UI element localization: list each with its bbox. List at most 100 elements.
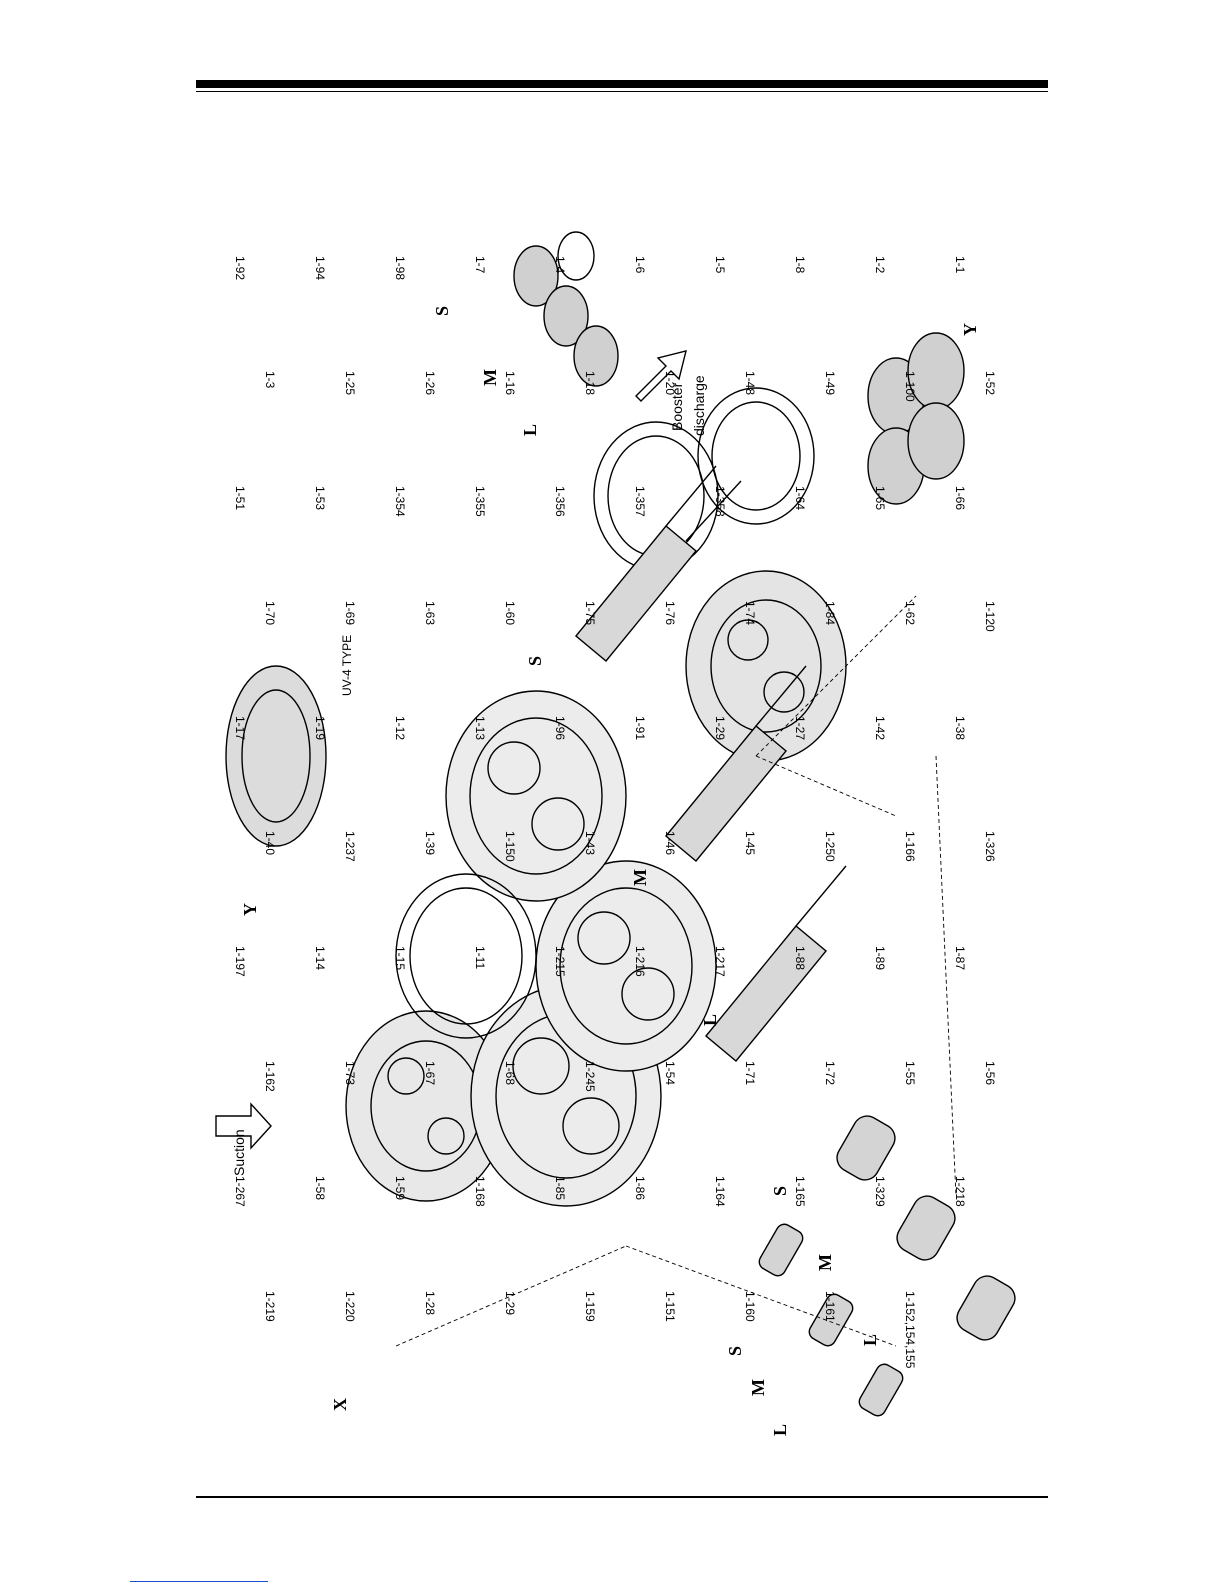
part-callout: 1-20 <box>663 371 677 395</box>
slide-valve-parts <box>758 1115 1016 1417</box>
part-callout: 1-329 <box>873 1176 887 1207</box>
gasket-6 <box>395 873 537 1039</box>
casing-s <box>445 690 627 902</box>
part-callout: 1-52 <box>983 371 997 395</box>
part-callout: 1-69 <box>343 601 357 625</box>
part-callout: 1-68 <box>503 1061 517 1085</box>
part-callout: 1-245 <box>583 1061 597 1092</box>
part-callout: 1-65 <box>873 486 887 510</box>
part-callout: 1-216 <box>633 946 647 977</box>
part-callout: 1-49 <box>823 371 837 395</box>
rotor-m <box>665 665 807 862</box>
part-callout: 1-53 <box>313 486 327 510</box>
seal-s-label: S <box>432 306 452 316</box>
exploded-view-drawing: Suction Booster discharge UV-4 TYPE X Y … <box>215 231 1016 1436</box>
seal-l-label: L <box>520 424 540 436</box>
rotor-l <box>705 865 847 1062</box>
uv-type-label: UV-4 TYPE <box>340 635 354 696</box>
part-callout: 1-3 <box>263 371 277 389</box>
part-callout: 1-1 <box>953 256 967 274</box>
part-callout: 1-46 <box>663 831 677 855</box>
part-callout: 1-159 <box>583 1291 597 1322</box>
view-x-label: X <box>330 1398 350 1411</box>
pin-l-label: L <box>770 1424 790 1436</box>
discharge-cover <box>685 570 847 762</box>
header-rule-thin <box>196 91 1048 92</box>
seal-housings <box>513 231 619 387</box>
part-callout: 1-355 <box>473 486 487 517</box>
seal-m-label: M <box>480 369 500 386</box>
valve-m-label: M <box>815 1254 835 1271</box>
part-callout: 1-48 <box>743 371 757 395</box>
part-callout: 1-326 <box>983 831 997 862</box>
part-callout: 1-19 <box>313 716 327 740</box>
part-callout: 1-13 <box>473 716 487 740</box>
part-callout: 1-18 <box>583 371 597 395</box>
part-callout: 1-197 <box>233 946 247 977</box>
part-callout: 1-150 <box>503 831 517 862</box>
part-callout: 1-11 <box>473 946 487 969</box>
part-callout: 1-42 <box>873 716 887 740</box>
part-callout: 1-51 <box>233 486 247 510</box>
part-callout: 1-358 <box>713 486 727 517</box>
part-callout: 1-87 <box>953 946 967 970</box>
part-callout: 1-29 <box>503 1291 517 1315</box>
part-callout: 1-237 <box>343 831 357 862</box>
part-callout: 1-88 <box>793 946 807 970</box>
part-callout: 1-5 <box>713 256 727 274</box>
part-callout: 1-267 <box>233 1176 247 1207</box>
part-callout: 1-219 <box>263 1291 277 1322</box>
part-callout: 1-71 <box>743 1061 757 1085</box>
part-callout: 1-85 <box>553 1176 567 1200</box>
part-callout: 1-75 <box>583 601 597 625</box>
part-callout: 1-67 <box>423 1061 437 1085</box>
booster-label: Booster <box>669 382 685 431</box>
view-y-label-left: Y <box>240 903 260 916</box>
part-callout: 1-120 <box>983 601 997 632</box>
part-callout: 1-160 <box>743 1291 757 1322</box>
pin-m-label: M <box>748 1379 768 1396</box>
part-callout: 1-15 <box>393 946 407 970</box>
rotor-s <box>575 465 742 662</box>
part-callout: 1-2 <box>873 256 887 274</box>
part-callout: 1-152,154,155 <box>903 1291 917 1369</box>
part-callout: 1-76 <box>663 601 677 625</box>
view-y-label-right: Y <box>960 323 980 336</box>
part-callout: 1-218 <box>953 1176 967 1207</box>
gasket-17 <box>697 387 815 525</box>
footer-rule <box>196 1496 1048 1498</box>
part-callout: 1-25 <box>343 371 357 395</box>
part-callout: 1-66 <box>953 486 967 510</box>
rotor-l-label: L <box>700 1014 720 1026</box>
part-callout: 1-100 <box>903 371 917 402</box>
part-callout: 1-58 <box>313 1176 327 1200</box>
part-callout: 1-56 <box>983 1061 997 1085</box>
part-callout: 1-217 <box>713 946 727 977</box>
part-callout: 1-55 <box>903 1061 917 1085</box>
part-callout: 1-73 <box>343 1061 357 1085</box>
part-callout: 1-250 <box>823 831 837 862</box>
part-callout: 1-59 <box>393 1176 407 1200</box>
part-callout: 1-54 <box>663 1061 677 1085</box>
gear-housing-16 <box>225 665 327 847</box>
part-callout: 1-26 <box>423 371 437 395</box>
part-callout: 1-60 <box>503 601 517 625</box>
part-callout: 1-74 <box>743 601 757 625</box>
part-callout: 1-89 <box>873 946 887 970</box>
valve-l-label: L <box>860 1334 880 1346</box>
part-callout: 1-63 <box>423 601 437 625</box>
rotor-m-label: M <box>630 869 650 886</box>
part-callout: 1-64 <box>793 486 807 510</box>
part-callout: 1-70 <box>263 601 277 625</box>
valve-s-label: S <box>770 1186 790 1196</box>
suction-arrow <box>215 1102 272 1150</box>
part-callout: 1-72 <box>823 1061 837 1085</box>
part-callout: 1-62 <box>903 601 917 625</box>
part-callout: 1-162 <box>263 1061 277 1092</box>
footnote-rule <box>130 1581 268 1582</box>
booster-discharge-arrow <box>635 350 687 402</box>
part-callout: 1-12 <box>393 716 407 740</box>
part-callout: 1-39 <box>423 831 437 855</box>
part-callout: 1-166 <box>903 831 917 862</box>
